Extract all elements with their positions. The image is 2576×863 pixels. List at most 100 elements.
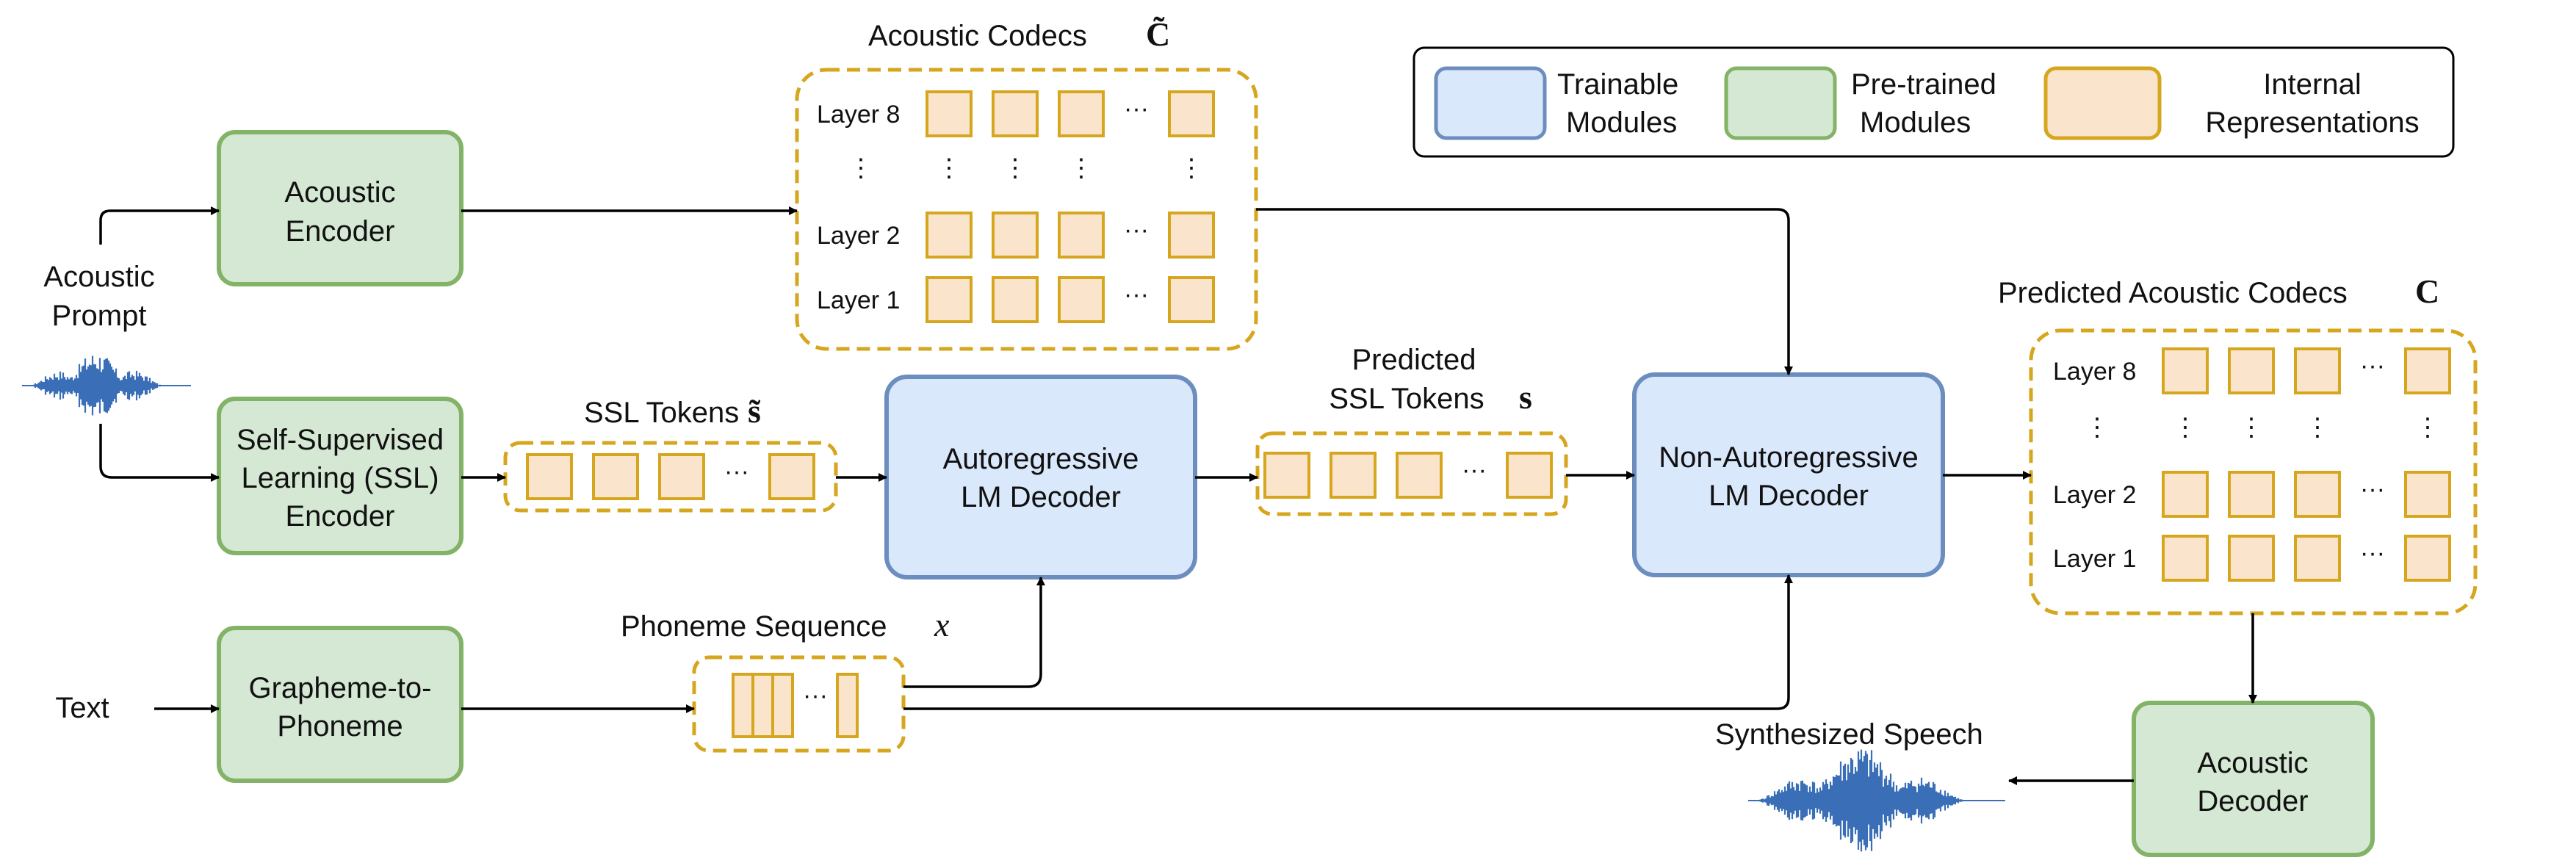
ar-decoder-module: Autoregressive LM Decoder — [884, 375, 1197, 579]
token — [1263, 452, 1310, 499]
codec-token — [926, 276, 973, 323]
phoneme-sequence-group: Phoneme Sequence x ··· — [621, 606, 950, 753]
codec-vdots: ⋮ — [2305, 414, 2330, 441]
connection-arrows — [99, 206, 2257, 785]
codec-ellipsis: ··· — [2360, 475, 2385, 503]
acoustic-codecs-symbol: C̃ — [1146, 15, 1170, 53]
acoustic-encoder-module: Acoustic Encoder — [217, 130, 463, 286]
predicted-ssl-tokens-group: Predicted SSL Tokens s ··· — [1255, 344, 1568, 516]
synthesized-speech-waveform-icon — [1748, 749, 2005, 852]
ar-decoder-label-line1: Autoregressive — [943, 443, 1139, 475]
codec-vdots: ⋮ — [937, 154, 962, 182]
legend-pretrained-line1: Pre-trained — [1851, 68, 1996, 101]
codec-token — [2404, 347, 2451, 394]
legend-trainable-line2: Modules — [1566, 106, 1677, 139]
legend-internal-swatch — [2043, 66, 2162, 140]
codec-token — [992, 90, 1039, 137]
token-ellipsis: ··· — [1462, 456, 1487, 484]
codec-token — [2228, 471, 2275, 518]
codec-vdots: ⋮ — [1179, 154, 1204, 182]
acoustic-codecs-grid: Layer 8···Layer 2···Layer 1···⋮⋮⋮⋮⋮ — [817, 90, 1215, 323]
ssl-tokens-row: ··· — [526, 453, 815, 500]
ssl-encoder-label-line2: Learning (SSL) — [241, 462, 439, 494]
predicted-codecs-label: Predicted Acoustic Codecs — [1998, 277, 2348, 309]
phoneme-sequence-label: Phoneme Sequence — [621, 610, 887, 643]
codec-token — [2228, 535, 2275, 582]
token — [1330, 452, 1377, 499]
legend-trainable-swatch — [1434, 66, 1547, 140]
codec-token — [1168, 276, 1215, 323]
codec-token — [992, 276, 1039, 323]
token — [592, 453, 639, 500]
codec-ellipsis: ··· — [1124, 95, 1149, 123]
acoustic-decoder-label-line2: Decoder — [2197, 785, 2308, 817]
codec-token — [2162, 535, 2209, 582]
synthesized-speech-label: Synthesized Speech — [1715, 718, 1983, 751]
acoustic-codecs-label: Acoustic Codecs — [868, 20, 1087, 52]
phoneme-sequence-symbol: x — [934, 606, 950, 643]
predicted-codecs-group: Predicted Acoustic Codecs C Layer 8 ··· La… — [1998, 272, 2478, 615]
ssl-tokens-symbol: s̃ — [748, 392, 761, 430]
codec-vdots: ⋮ — [2415, 414, 2440, 441]
acoustic-codecs-group: Acoustic Codecs C̃ Layer 8···Layer 2···L… — [795, 15, 1258, 351]
codec-token — [1168, 90, 1215, 137]
arrow-codecs-to-nar-decoder — [1256, 208, 1793, 375]
codec-ellipsis: ··· — [2360, 539, 2385, 567]
acoustic-encoder-label-line1: Acoustic — [284, 176, 395, 209]
legend-internal-line2: Representations — [2205, 106, 2419, 139]
ssl-tokens-label: SSL Tokens — [584, 397, 739, 429]
arrow-phoneme-to-nar-decoder — [903, 574, 1793, 710]
g2p-label-line1: Grapheme-to- — [249, 672, 432, 704]
codec-token — [2404, 471, 2451, 518]
acoustic-encoder-label-line2: Encoder — [286, 215, 395, 248]
arrow-phoneme-to-ar-decoder — [903, 577, 1045, 688]
legend-pretrained-line2: Modules — [1860, 106, 1971, 139]
layer-label: Layer 8 — [817, 101, 900, 129]
legend-trainable-line1: Trainable — [1557, 68, 1678, 101]
layer-label: Layer 2 — [2053, 481, 2136, 509]
codec-token — [2162, 471, 2209, 518]
predicted-codecs-symbol: C — [2415, 272, 2439, 310]
layer-label: Layer 8 — [2053, 358, 2136, 386]
acoustic-prompt-label-line2: Prompt — [52, 300, 147, 332]
token — [1506, 452, 1553, 499]
ar-decoder-label-line2: LM Decoder — [961, 481, 1121, 513]
ssl-tokens-group: SSL Tokens s̃ ··· — [503, 392, 838, 513]
codec-token — [1058, 212, 1105, 259]
text-input-label: Text — [55, 692, 109, 724]
predicted-ssl-symbol: s — [1519, 378, 1532, 416]
codec-token — [1058, 90, 1105, 137]
ssl-encoder-label-line3: Encoder — [286, 500, 395, 532]
codec-token — [2294, 347, 2341, 394]
layer-label: Layer 1 — [2053, 545, 2136, 573]
codec-vdots: ⋮ — [1069, 154, 1094, 182]
codec-vdots: ⋮ — [1003, 154, 1028, 182]
acoustic-prompt-waveform-icon — [22, 355, 191, 416]
acoustic-decoder-label-line1: Acoustic — [2197, 747, 2308, 779]
legend-pretrained-swatch — [1724, 66, 1837, 140]
acoustic-decoder-module: Acoustic Decoder — [2132, 701, 2375, 857]
codec-token — [1058, 276, 1105, 323]
g2p-module: Grapheme-to- Phoneme — [217, 626, 463, 783]
token — [526, 453, 573, 500]
codec-vdots: ⋮ — [848, 154, 873, 182]
codec-ellipsis: ··· — [2360, 352, 2385, 380]
arrow-prompt-to-ssl-encoder — [99, 424, 220, 482]
legend-internal-line1: Internal — [2263, 68, 2361, 101]
codec-vdots: ⋮ — [2173, 414, 2198, 441]
codec-token — [2404, 535, 2451, 582]
g2p-label-line2: Phoneme — [277, 710, 403, 743]
codec-token — [2294, 535, 2341, 582]
legend: Trainable Modules Pre-trained Modules In… — [1413, 46, 2455, 158]
nar-decoder-label-line2: LM Decoder — [1709, 480, 1869, 512]
ssl-encoder-label-line1: Self-Supervised — [237, 424, 444, 456]
nar-decoder-module: Non-Autoregressive LM Decoder — [1632, 372, 1945, 577]
predicted-ssl-label-line1: Predicted — [1352, 344, 1476, 376]
token — [768, 453, 815, 500]
codec-ellipsis: ··· — [1124, 281, 1149, 308]
codec-vdots: ⋮ — [2085, 414, 2110, 441]
phoneme-ellipsis: ··· — [803, 682, 828, 709]
token — [658, 453, 705, 500]
codec-ellipsis: ··· — [1124, 216, 1149, 244]
